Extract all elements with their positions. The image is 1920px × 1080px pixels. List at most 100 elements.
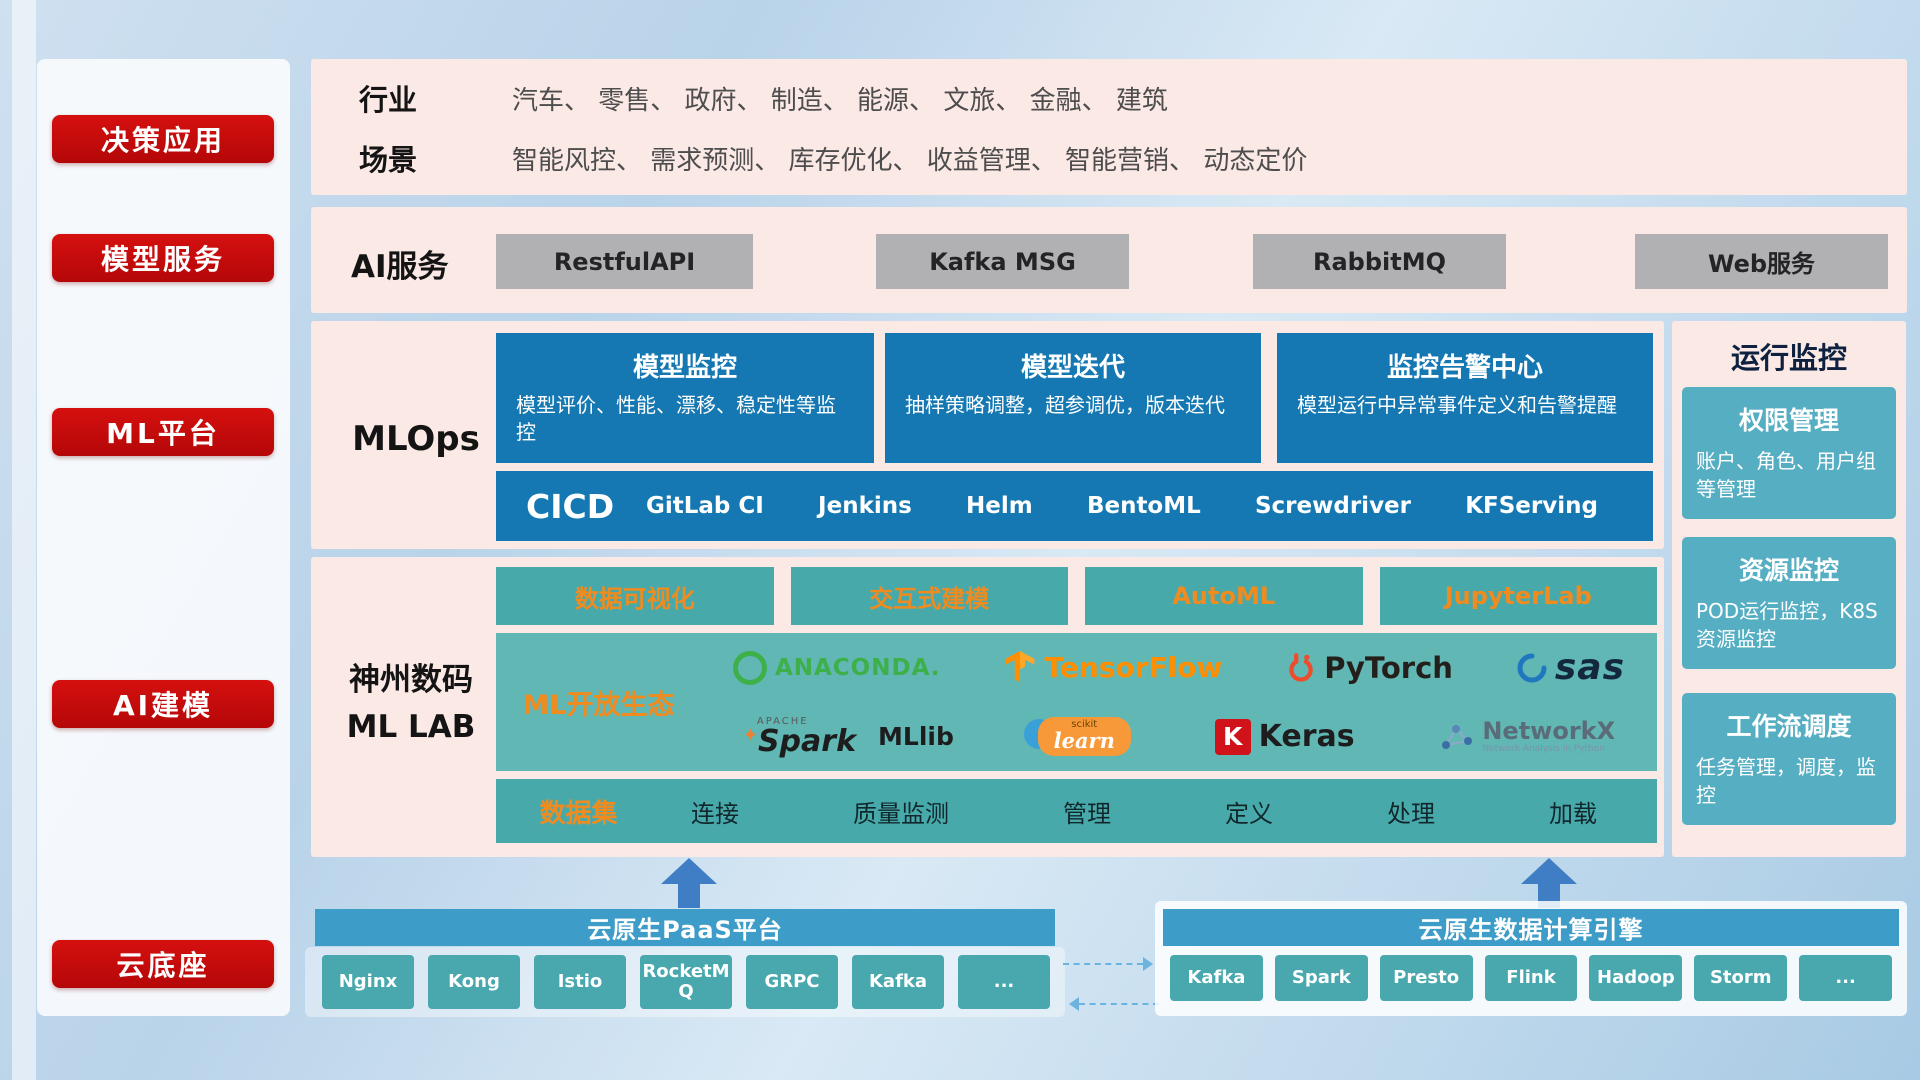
industry-scene-panel: 行业 汽车、 零售、 政府、 制造、 能源、 文旅、 金融、 建筑 场景 智能风… [311, 59, 1907, 195]
engine-hadoop-button: Hadoop [1589, 955, 1683, 1001]
kafka-msg-button: Kafka MSG [876, 234, 1129, 289]
engine-presto-button: Presto [1379, 955, 1473, 1001]
runtime-monitor-title: 运行监控 [1730, 341, 1847, 375]
dataset-label: 数据集 [539, 798, 618, 829]
rabbitmq-button: RabbitMQ [1253, 234, 1506, 289]
dataset-item-quality: 质量监测 [853, 799, 949, 828]
alert-center-desc: 模型运行中异常事件定义和告警提醒 [1297, 393, 1617, 417]
up-arrow-icon [661, 858, 717, 908]
sidebar-item-decision-app: 决策应用 [52, 115, 274, 163]
permission-card: 权限管理 账户、角色、用户组等管理 [1682, 387, 1896, 519]
scene-label: 场景 [359, 143, 418, 177]
dataset-bar: 数据集 连接 质量监测 管理 定义 处理 加载 [496, 779, 1657, 843]
interactive-modeling-button: 交互式建模 [790, 567, 1068, 625]
pytorch-logo: PyTorch [1286, 651, 1453, 685]
scene-text: 智能风控、 需求预测、 库存优化、 收益管理、 智能营销、 动态定价 [512, 146, 1308, 176]
spark-star-icon: ✦ [742, 724, 758, 746]
sidebar-item-model-service: 模型服务 [52, 234, 274, 282]
istio-button: Istio [534, 955, 626, 1009]
paas-bar: 云原生PaaS平台 [315, 909, 1055, 946]
model-iteration-title: 模型迭代 [1020, 353, 1125, 383]
paas-buttons: Nginx Kong Istio RocketMQ GRPC Kafka ... [322, 955, 1050, 1009]
workflow-title: 工作流调度 [1726, 712, 1852, 741]
engine-spark-button: Spark [1274, 955, 1368, 1001]
cicd-bar: CICD GitLab CI Jenkins Helm BentoML Scre… [496, 471, 1653, 541]
engine-buttons: Kafka Spark Presto Flink Hadoop Storm ..… [1170, 955, 1893, 1001]
cicd-item-kfserving: KFServing [1465, 493, 1598, 519]
dataset-item-load: 加载 [1549, 799, 1597, 828]
dataset-item-define: 定义 [1225, 799, 1273, 828]
engine-flink-button: Flink [1484, 955, 1578, 1001]
dataset-items: 连接 质量监测 管理 定义 处理 加载 [661, 794, 1657, 829]
dashed-arrow-left-icon [1069, 997, 1159, 1011]
workflow-card: 工作流调度 任务管理，调度，监控 [1682, 693, 1896, 825]
cicd-item-helm: Helm [966, 493, 1033, 519]
resource-monitor-desc: POD运行监控，K8S资源监控 [1696, 599, 1878, 651]
permission-desc: 账户、角色、用户组等管理 [1696, 449, 1876, 501]
keras-logo: K Keras [1214, 718, 1355, 755]
engine-kafka-button: Kafka [1170, 955, 1263, 1001]
paas-more-button: ... [958, 955, 1050, 1009]
scikit-learn-logo: scikit learn [1023, 717, 1131, 756]
industry-label: 行业 [359, 83, 418, 117]
model-iteration-desc: 抽样策略调整，超参调优，版本迭代 [905, 393, 1225, 417]
anaconda-icon [732, 650, 767, 685]
engine-storm-button: Storm [1694, 955, 1788, 1001]
model-monitoring-desc: 模型评价、性能、漂移、稳定性等监控 [516, 393, 836, 444]
cicd-label: CICD [526, 486, 615, 526]
tensorflow-logo: TensorFlow [1004, 650, 1222, 685]
dataset-item-manage: 管理 [1063, 799, 1111, 828]
left-edge-strip [12, 0, 36, 1080]
runtime-monitor-panel: 运行监控 权限管理 账户、角色、用户组等管理 资源监控 POD运行监控，K8S资… [1672, 321, 1906, 857]
mlops-label: MLOps [352, 419, 480, 459]
sidebar-item-ai-modeling: AI建模 [52, 680, 274, 728]
resource-monitor-title: 资源监控 [1738, 556, 1839, 585]
dataset-item-connect: 连接 [691, 799, 739, 828]
sidebar [37, 59, 290, 1016]
mlops-panel: MLOps 模型监控 模型评价、性能、漂移、稳定性等监控 模型迭代 抽样策略调整… [311, 321, 1664, 549]
alert-center-title: 监控告警中心 [1386, 353, 1543, 383]
dashed-arrow-right-icon [1063, 957, 1153, 971]
data-visualization-button: 数据可视化 [496, 567, 774, 625]
engine-bar: 云原生数据计算引擎 [1163, 909, 1899, 946]
sidebar-item-cloud-base: 云底座 [52, 940, 274, 988]
grpc-button: GRPC [746, 955, 838, 1009]
sas-icon [1517, 653, 1547, 682]
cicd-item-gitlab: GitLab CI [646, 493, 764, 519]
workflow-desc: 任务管理，调度，监控 [1696, 755, 1876, 807]
resource-monitor-card: 资源监控 POD运行监控，K8S资源监控 [1682, 537, 1896, 669]
web-service-button: Web服务 [1635, 234, 1888, 289]
model-monitoring-title: 模型监控 [632, 353, 737, 383]
cicd-items: GitLab CI Jenkins Helm BentoML Screwdriv… [646, 493, 1653, 519]
sas-logo: sas [1517, 647, 1625, 688]
mllab-label-line2: ML LAB [346, 708, 476, 745]
nginx-button: Nginx [322, 955, 414, 1009]
mllab-label: 神州数码 ML LAB [331, 657, 491, 750]
industry-text: 汽车、 零售、 政府、 制造、 能源、 文旅、 金融、 建筑 [512, 86, 1168, 116]
ml-ecosystem-label: ML开放生态 [522, 689, 675, 721]
dataset-item-process: 处理 [1387, 799, 1435, 828]
pytorch-icon [1289, 652, 1313, 682]
restfulapi-button: RestfulAPI [496, 234, 753, 289]
ai-service-label: AI服务 [351, 249, 449, 285]
ml-ecosystem-band: ML开放生态 ANACONDA. TensorFlow [496, 633, 1657, 771]
engine-more-button: ... [1799, 955, 1893, 1001]
mllab-label-line1: 神州数码 [349, 662, 473, 698]
cicd-item-screwdriver: Screwdriver [1254, 493, 1411, 519]
cicd-item-bentoml: BentoML [1086, 493, 1201, 519]
automl-button: AutoML [1085, 567, 1363, 625]
spark-mllib-logo: APACHE ✦Spark MLlib [742, 715, 954, 759]
ecosystem-logos: ANACONDA. TensorFlow [701, 633, 1657, 771]
jupyterlab-button: JupyterLab [1379, 567, 1657, 625]
sidebar-item-ml-platform: ML平台 [52, 408, 274, 456]
tensorflow-icon [1006, 650, 1035, 682]
cicd-item-jenkins: Jenkins [818, 493, 912, 519]
permission-title: 权限管理 [1738, 406, 1839, 435]
alert-center-card: 监控告警中心 模型运行中异常事件定义和告警提醒 [1277, 333, 1653, 463]
ai-service-panel: AI服务 RestfulAPI Kafka MSG RabbitMQ Web服务 [311, 207, 1907, 313]
model-monitoring-card: 模型监控 模型评价、性能、漂移、稳定性等监控 [496, 333, 874, 463]
anaconda-logo: ANACONDA. [732, 650, 941, 685]
networkx-logo: NetworkX Network Analysis in Python [1438, 719, 1615, 754]
mllab-tools-row: 数据可视化 交互式建模 AutoML JupyterLab [496, 567, 1657, 625]
